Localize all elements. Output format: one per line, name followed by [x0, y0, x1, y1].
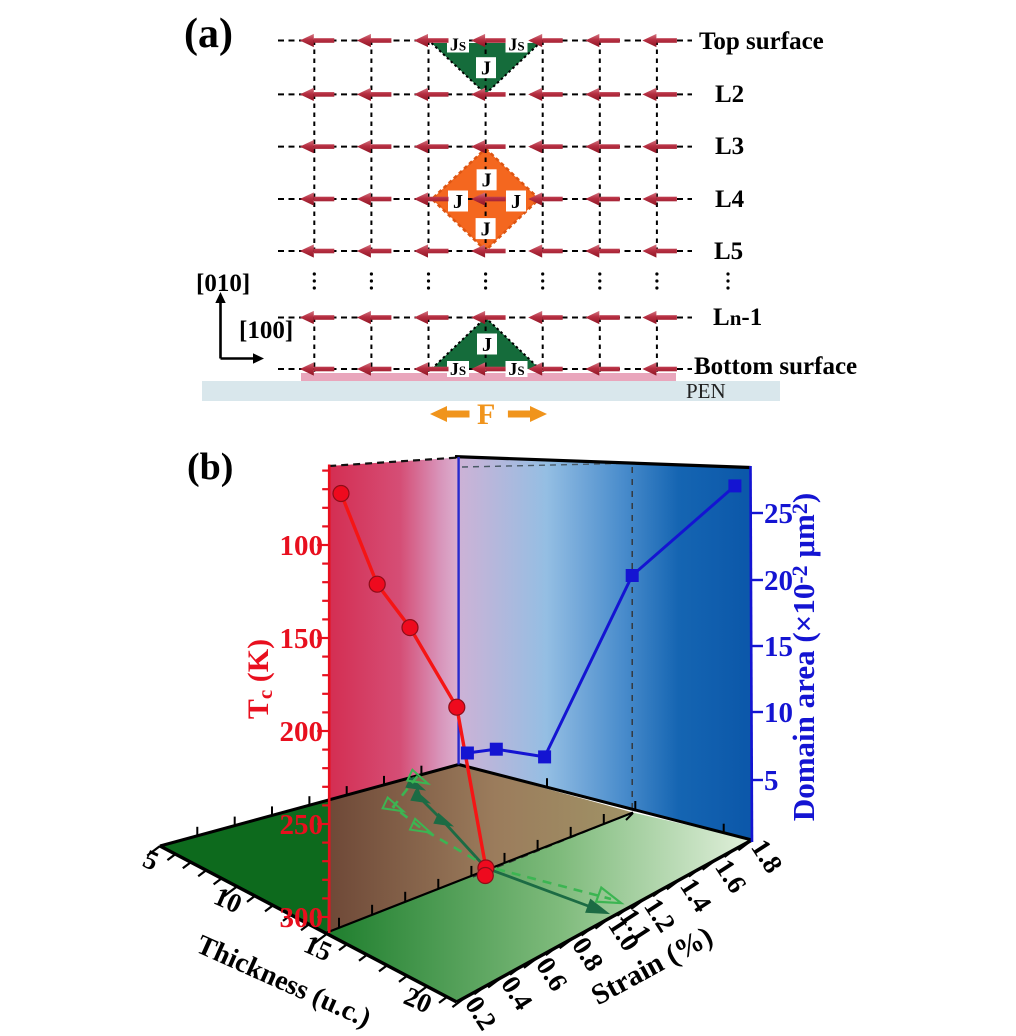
svg-text:200: 200 [280, 716, 324, 748]
svg-text:J: J [481, 218, 491, 240]
svg-text:L2: L2 [715, 81, 744, 108]
svg-text:15: 15 [764, 631, 793, 663]
svg-text:J: J [482, 334, 492, 356]
svg-text:300: 300 [280, 902, 324, 934]
svg-text:F: F [477, 398, 495, 431]
svg-text:J: J [453, 191, 463, 213]
svg-text:J: J [482, 170, 492, 192]
svg-text:Bottom surface: Bottom surface [694, 353, 857, 380]
svg-text:Top surface: Top surface [699, 28, 824, 55]
svg-text:[010]: [010] [196, 270, 250, 297]
svg-text:10: 10 [764, 697, 793, 729]
svg-text:Tc (K): Tc (K) [242, 639, 277, 719]
svg-text:250: 250 [280, 809, 324, 841]
svg-text:Domain area (×10-2 μm2): Domain area (×10-2 μm2) [786, 493, 821, 821]
svg-text:5: 5 [764, 765, 779, 797]
svg-text:L4: L4 [715, 186, 745, 213]
svg-text:5: 5 [139, 844, 164, 877]
svg-text:JS: JS [450, 35, 466, 55]
svg-text:J: J [481, 58, 491, 80]
svg-text:L5: L5 [714, 238, 743, 265]
svg-text:20: 20 [764, 565, 793, 597]
svg-text:JS: JS [450, 359, 466, 379]
svg-text:(b): (b) [187, 446, 233, 488]
svg-text:L3: L3 [715, 133, 744, 160]
svg-text:25: 25 [764, 498, 793, 530]
svg-text:Ln-1: Ln-1 [713, 304, 762, 331]
svg-text:JS: JS [508, 35, 524, 55]
svg-text:[100]: [100] [239, 317, 293, 344]
svg-text:100: 100 [280, 530, 324, 562]
svg-text:J: J [511, 191, 521, 213]
svg-text:PEN: PEN [686, 379, 726, 403]
svg-text:JS: JS [508, 359, 524, 379]
svg-text:150: 150 [280, 623, 324, 655]
svg-text:(a): (a) [184, 11, 233, 57]
